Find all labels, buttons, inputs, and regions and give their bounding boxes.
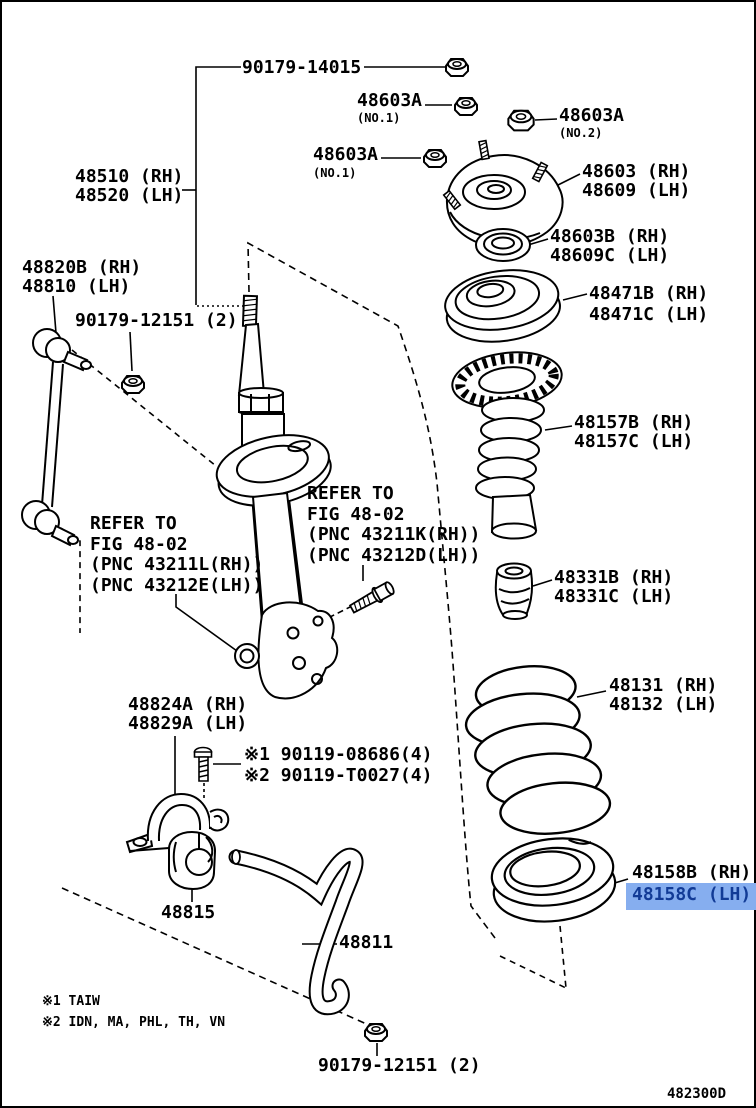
part-note-no1-upper: (NO.1) [357,111,401,125]
spring-insulator-drawing [488,832,619,928]
part-label-strut[interactable]: 48510 (RH) 48520 (LH) [75,166,184,206]
stabilizer-bar-drawing [232,850,356,1008]
refer-note-right: REFER TO FIG 48-02 (PNC 43211K(RH)) (PNC… [307,483,481,566]
part-label-48603a-no2[interactable]: 48603A [559,105,625,126]
nut-icon-48603a-no1-upper [454,97,478,116]
bearing-drawing [476,229,530,261]
coil-spring-drawing [461,659,613,841]
part-label-insulator-rh[interactable]: 48158B (RH) [632,862,752,883]
part-note-no1-lower: (NO.1) [313,166,357,180]
part-label-coil-spring[interactable]: 48131 (RH) 48132 (LH) [609,675,718,715]
nut-icon-90179-12151-bar [364,1023,388,1042]
figure-code: 482300D [667,1086,727,1102]
footnote-2: ※2 IDN, MA, PHL, TH, VN [42,1015,226,1030]
part-note-no2: (NO.2) [559,126,603,140]
part-label-link-nut[interactable]: 90179-12151 (2) [75,310,238,331]
part-label-bearing[interactable]: 48603B (RH) 48609C (LH) [550,226,670,266]
upper-spring-seat-drawing [441,263,564,348]
footnote-1: ※1 TAIW [42,994,100,1009]
part-label-insulator-lh-selected[interactable]: 48158C (LH) [632,884,752,905]
spring-bumper-drawing [496,564,532,620]
strut-drawing [211,296,337,699]
part-label-dust-boot[interactable]: 48157B (RH) 48157C (LH) [574,412,694,452]
stabilizer-link-drawing [22,329,91,545]
bracket-bolt-icon [195,748,212,782]
refer-note-left: REFER TO FIG 48-02 (PNC 43211L(RH)) (PNC… [90,513,264,596]
part-label-support[interactable]: 48603 (RH) 48609 (LH) [582,161,691,201]
part-label-stabilizer-bracket[interactable]: 48824A (RH) 48829A (LH) [128,694,248,734]
support-mount-drawing [442,139,563,247]
part-label-90179-14015[interactable]: 90179-14015 [242,57,362,78]
nut-icon-48603a-no1-lower [423,149,447,168]
selected-part-highlight [626,883,756,910]
stabilizer-bracket-drawing [127,794,228,852]
part-label-spring-bumper[interactable]: 48331B (RH) 48331C (LH) [554,567,674,607]
part-label-bracket-bolts[interactable]: ※1 90119-08686(4) ※2 90119-T0027(4) [244,744,433,786]
nut-icon-48603a-no2 [507,109,535,132]
flange-bolt-icon [347,578,398,617]
nut-icon-90179-14015 [445,58,469,77]
part-label-stabilizer-bushing[interactable]: 48815 [161,902,216,923]
nut-icon-90179-12151-link [121,375,145,394]
part-label-48603a-lower[interactable]: 48603A [313,144,379,165]
part-label-bar-nut[interactable]: 90179-12151 (2) [318,1055,481,1076]
part-label-stabilizer-bar[interactable]: 48811 [339,932,394,953]
part-label-48603a-upper[interactable]: 48603A [357,90,423,111]
part-label-stabilizer-link[interactable]: 48820B (RH) 48810 (LH) [22,257,142,297]
part-label-upper-seat[interactable]: 48471B (RH) 48471C (LH) [589,283,709,325]
dust-boot-drawing [449,346,565,538]
stabilizer-bushing-drawing [169,832,215,889]
